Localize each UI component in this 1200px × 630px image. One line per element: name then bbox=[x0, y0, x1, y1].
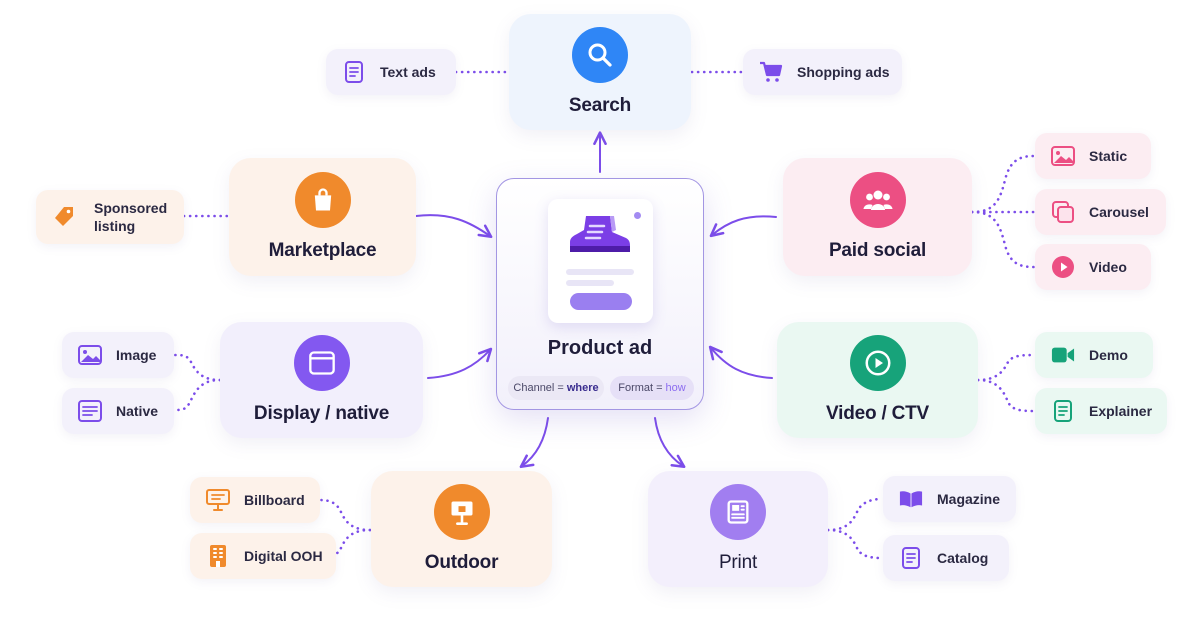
channel-search[interactable]: Search bbox=[509, 14, 691, 130]
channel-label: Search bbox=[568, 95, 632, 116]
format-label: Demo bbox=[1089, 347, 1128, 363]
channel-display-native[interactable]: Display / native bbox=[220, 322, 423, 438]
channel-label: Paid social bbox=[828, 240, 927, 261]
format-shopping-ads[interactable]: Shopping ads bbox=[743, 49, 902, 95]
format-label: Billboard bbox=[244, 492, 305, 508]
format-label: Catalog bbox=[937, 550, 989, 566]
card-text-line bbox=[566, 269, 634, 275]
shopping-cart-icon bbox=[759, 60, 783, 84]
arrow-to-outdoor bbox=[519, 417, 549, 469]
format-magazine[interactable]: Magazine bbox=[883, 476, 1016, 522]
digital-screen-icon bbox=[206, 544, 230, 568]
channel-video-ctv[interactable]: Video / CTV bbox=[777, 322, 978, 438]
card-cta-pill bbox=[570, 293, 632, 310]
article-list-icon bbox=[78, 399, 102, 423]
format-label: Video bbox=[1089, 259, 1127, 275]
channel-label: Display / native bbox=[253, 403, 390, 424]
channel-tag: Channel = where bbox=[508, 376, 604, 400]
product-card-preview bbox=[548, 199, 653, 323]
card-dot bbox=[634, 212, 641, 219]
channel-marketplace[interactable]: Marketplace bbox=[229, 158, 416, 276]
document-icon bbox=[1051, 399, 1075, 423]
dots-demo bbox=[976, 353, 1036, 382]
format-digital-ooh[interactable]: Digital OOH bbox=[190, 533, 336, 579]
image-icon bbox=[78, 343, 102, 367]
format-label-line2: listing bbox=[94, 218, 136, 234]
play-circle-icon bbox=[1051, 255, 1075, 279]
channel-paid-social[interactable]: Paid social bbox=[783, 158, 972, 276]
product-ad-hub[interactable]: Product ad Channel = where Format = how bbox=[496, 178, 704, 410]
arrow-from-video bbox=[708, 345, 773, 379]
browser-window-icon bbox=[293, 335, 350, 391]
dots-explainer bbox=[976, 378, 1036, 413]
billboard-sign-icon bbox=[433, 484, 490, 540]
format-tag-sep: = bbox=[656, 382, 663, 394]
dots-static bbox=[970, 154, 1036, 214]
arrow-to-print bbox=[654, 417, 686, 469]
format-label-block: Sponsored listing bbox=[94, 199, 167, 235]
price-tag-icon bbox=[52, 205, 76, 229]
arrow-from-marketplace bbox=[415, 214, 493, 239]
format-billboard[interactable]: Billboard bbox=[190, 477, 320, 523]
image-icon bbox=[1051, 144, 1075, 168]
dots-video-format bbox=[970, 210, 1036, 269]
open-book-icon bbox=[899, 487, 923, 511]
format-video-social[interactable]: Video bbox=[1035, 244, 1151, 290]
format-static[interactable]: Static bbox=[1035, 133, 1151, 179]
format-label: Image bbox=[116, 347, 157, 363]
format-label: Explainer bbox=[1089, 403, 1153, 419]
billboard-icon bbox=[206, 488, 230, 512]
channel-print[interactable]: Print bbox=[648, 471, 828, 587]
format-image[interactable]: Image bbox=[62, 332, 174, 378]
dots-catalog bbox=[826, 528, 884, 560]
channel-label: Outdoor bbox=[424, 552, 499, 573]
format-native[interactable]: Native bbox=[62, 388, 174, 434]
format-label: Static bbox=[1089, 148, 1128, 164]
newspaper-icon bbox=[710, 484, 766, 540]
channel-tag-sep: = bbox=[557, 382, 564, 394]
document-icon bbox=[342, 60, 366, 84]
hub-title: Product ad bbox=[547, 337, 653, 359]
format-label: Digital OOH bbox=[244, 548, 323, 564]
format-tag: Format = how bbox=[610, 376, 694, 400]
format-text-ads[interactable]: Text ads bbox=[326, 49, 456, 95]
format-explainer[interactable]: Explainer bbox=[1035, 388, 1167, 434]
format-label: Shopping ads bbox=[797, 64, 890, 80]
channel-outdoor[interactable]: Outdoor bbox=[371, 471, 552, 587]
format-tag-value: how bbox=[665, 382, 686, 394]
format-label: Text ads bbox=[380, 64, 436, 80]
format-label: Magazine bbox=[937, 491, 1001, 507]
shopping-bag-icon bbox=[294, 172, 351, 228]
sneaker-icon bbox=[570, 216, 630, 252]
format-label-line1: Sponsored bbox=[94, 200, 168, 216]
dots-native bbox=[172, 378, 222, 412]
play-icon bbox=[849, 335, 906, 391]
video-camera-icon bbox=[1051, 343, 1075, 367]
channel-label: Print bbox=[718, 552, 758, 573]
format-tag-key: Format bbox=[618, 382, 654, 394]
card-text-line bbox=[566, 280, 614, 286]
document-icon bbox=[899, 546, 923, 570]
format-catalog[interactable]: Catalog bbox=[883, 535, 1009, 581]
channel-label: Marketplace bbox=[268, 240, 377, 261]
search-icon bbox=[572, 27, 628, 83]
channel-label: Video / CTV bbox=[825, 403, 930, 424]
format-label: Native bbox=[116, 403, 159, 419]
carousel-icon bbox=[1051, 200, 1075, 224]
channel-tag-key: Channel bbox=[513, 382, 555, 394]
format-demo[interactable]: Demo bbox=[1035, 332, 1153, 378]
people-group-icon bbox=[849, 172, 906, 228]
format-label: Carousel bbox=[1089, 204, 1149, 220]
arrow-from-display bbox=[427, 347, 493, 379]
format-carousel[interactable]: Carousel bbox=[1035, 189, 1166, 235]
dots-billboard bbox=[318, 498, 372, 532]
format-sponsored-listing[interactable]: Sponsored listing bbox=[36, 190, 184, 244]
dots-image bbox=[172, 353, 222, 382]
channel-tag-value: where bbox=[566, 382, 599, 394]
arrow-from-paid-social bbox=[709, 215, 777, 238]
dots-magazine bbox=[826, 497, 884, 532]
